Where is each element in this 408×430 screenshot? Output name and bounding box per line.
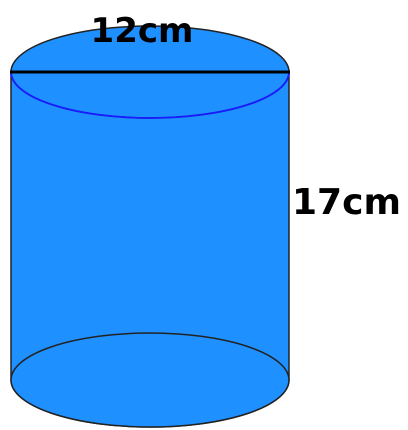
- cylinder-top-rim: [10, 71, 290, 119]
- cylinder-bottom-face: [10, 332, 290, 428]
- diameter-label: 12cm: [91, 11, 194, 51]
- height-label: 17cm: [292, 182, 401, 223]
